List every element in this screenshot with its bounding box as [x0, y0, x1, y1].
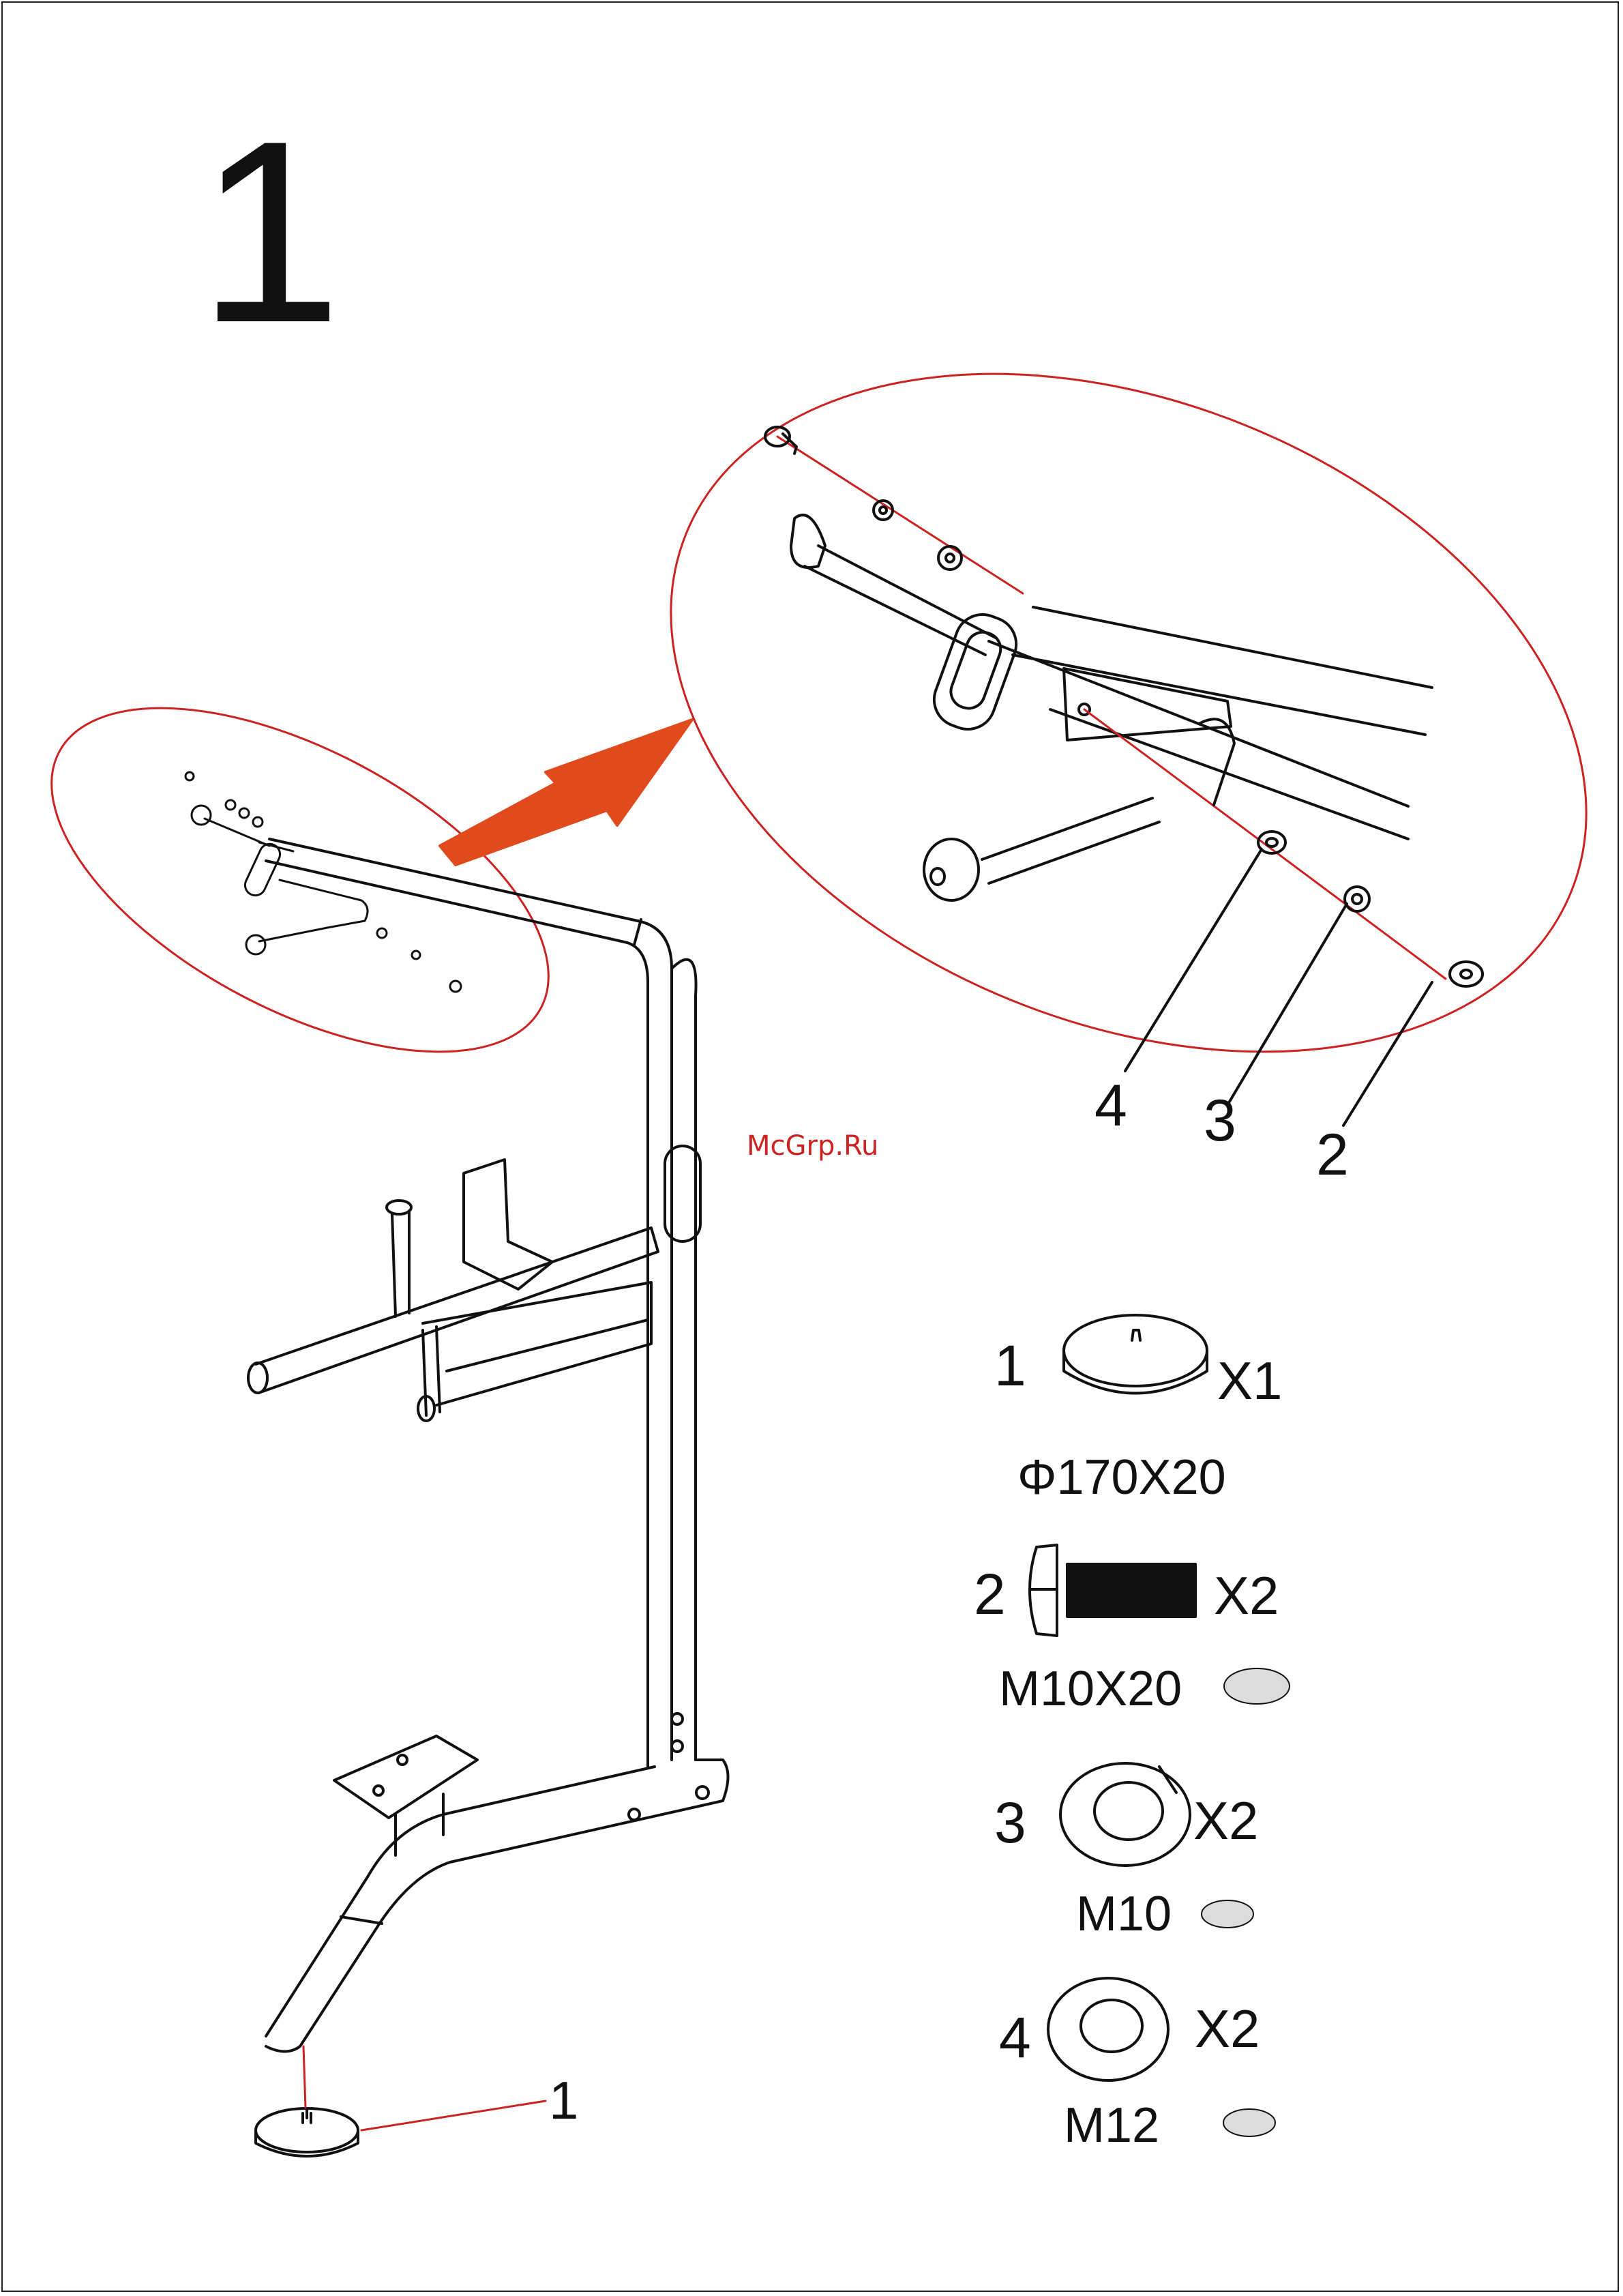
watermark: McGrp.Ru — [747, 1132, 878, 1160]
middle-arm-assembly — [248, 1160, 658, 1421]
frame-upright — [266, 839, 700, 1767]
callout-4: 4 — [1095, 1076, 1127, 1135]
part-1-spec: Φ170X20 — [1017, 1453, 1226, 1502]
spec-swatches — [1202, 1668, 1290, 2136]
zoom-arrow-icon — [440, 720, 692, 865]
round-foot-pad-icon — [1064, 1315, 1207, 1394]
part-3-number: 3 — [994, 1794, 1026, 1851]
small-top-bar — [185, 772, 461, 992]
base-frame — [256, 1736, 728, 2156]
part-1-quantity: X1 — [1217, 1354, 1282, 1407]
bolt-icon — [1030, 1545, 1195, 1636]
callout-base-foot: 1 — [549, 2074, 578, 2127]
callout-2: 2 — [1316, 1125, 1349, 1184]
step-number: 1 — [198, 102, 342, 362]
callout-3: 3 — [1204, 1091, 1236, 1150]
part-2-spec: M10X20 — [999, 1664, 1182, 1713]
part-4-quantity: X2 — [1195, 2002, 1260, 2055]
part-3-quantity: X2 — [1193, 1794, 1258, 1847]
part-3-spec: M10 — [1076, 1889, 1172, 1939]
part-2-quantity: X2 — [1214, 1569, 1279, 1622]
part-4-number: 4 — [999, 2009, 1031, 2066]
flat-washer-icon — [1048, 1978, 1168, 2080]
detail-assembly — [765, 427, 1483, 1125]
part-1-number: 1 — [994, 1337, 1026, 1394]
spring-washer-icon — [1060, 1763, 1190, 1866]
small-detail-ellipse — [0, 637, 601, 1122]
part-2-number: 2 — [974, 1565, 1006, 1623]
large-detail-ellipse — [570, 246, 1623, 1179]
part-4-spec: M12 — [1064, 2101, 1159, 2150]
